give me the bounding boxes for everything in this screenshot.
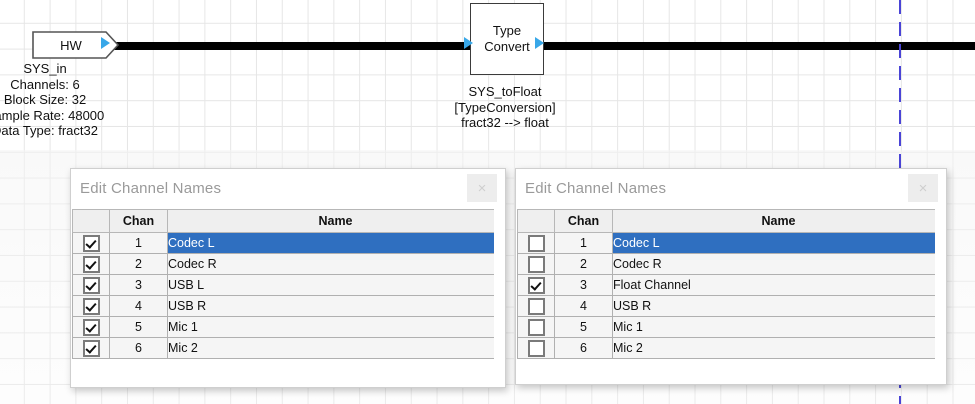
row-channel-name[interactable]: Mic 2 [612, 337, 945, 359]
checkbox-unchecked-icon[interactable] [527, 255, 545, 273]
row-checkbox-cell[interactable] [517, 295, 555, 317]
port-out-icon-type-convert[interactable] [535, 37, 544, 49]
checkbox-checked-icon[interactable] [527, 276, 545, 294]
row-chan-number: 1 [554, 232, 613, 254]
table-header-row: Chan Name [72, 209, 504, 233]
table-gutter [935, 209, 945, 383]
row-channel-name[interactable]: Codec L [167, 232, 504, 254]
row-channel-name[interactable]: Codec R [167, 253, 504, 275]
row-checkbox-cell[interactable] [517, 316, 555, 338]
port-in-icon-type-convert[interactable] [464, 37, 473, 49]
row-channel-name[interactable]: USB L [167, 274, 504, 296]
table-gutter [494, 209, 504, 386]
signal-wire-typeconvert-out[interactable] [541, 42, 975, 50]
row-channel-name[interactable]: Codec L [612, 232, 945, 254]
row-chan-number: 3 [109, 274, 168, 296]
row-checkbox-cell[interactable] [72, 337, 110, 359]
block-type-convert[interactable]: Type Convert [470, 3, 544, 75]
row-chan-number: 4 [554, 295, 613, 317]
row-checkbox-cell[interactable] [72, 295, 110, 317]
dialog-title: Edit Channel Names [80, 180, 222, 197]
row-chan-number: 1 [109, 232, 168, 254]
checkbox-checked-icon[interactable] [82, 318, 100, 336]
row-checkbox-cell[interactable] [517, 337, 555, 359]
signal-wire-hw-to-typeconvert[interactable] [112, 42, 470, 50]
row-checkbox-cell[interactable] [72, 274, 110, 296]
block-hw-shape [32, 31, 120, 59]
row-channel-name[interactable]: USB R [167, 295, 504, 317]
row-checkbox-cell[interactable] [517, 232, 555, 254]
dialog-titlebar[interactable]: Edit Channel Names × [516, 169, 946, 209]
row-chan-number: 4 [109, 295, 168, 317]
row-channel-name[interactable]: Mic 1 [167, 316, 504, 338]
checkbox-checked-icon[interactable] [82, 339, 100, 357]
column-header-check[interactable] [72, 209, 110, 233]
column-header-check[interactable] [517, 209, 555, 233]
row-chan-number: 5 [554, 316, 613, 338]
checkbox-unchecked-icon[interactable] [527, 297, 545, 315]
port-out-icon-hw[interactable] [101, 37, 110, 49]
dialog-title: Edit Channel Names [525, 180, 667, 197]
row-chan-number: 6 [109, 337, 168, 359]
row-chan-number: 6 [554, 337, 613, 359]
block-hw[interactable]: HW [32, 31, 120, 59]
row-channel-name[interactable]: Mic 2 [167, 337, 504, 359]
close-icon[interactable]: × [467, 174, 497, 202]
row-chan-number: 2 [109, 253, 168, 275]
checkbox-checked-icon[interactable] [82, 234, 100, 252]
row-channel-name[interactable]: Float Channel [612, 274, 945, 296]
row-chan-number: 3 [554, 274, 613, 296]
block-hw-label: HW [60, 37, 82, 53]
checkbox-unchecked-icon[interactable] [527, 234, 545, 252]
dialog-titlebar[interactable]: Edit Channel Names × [71, 169, 505, 209]
row-chan-number: 5 [109, 316, 168, 338]
checkbox-checked-icon[interactable] [82, 276, 100, 294]
checkbox-checked-icon[interactable] [82, 255, 100, 273]
row-checkbox-cell[interactable] [517, 253, 555, 275]
column-header-name[interactable]: Name [612, 209, 945, 233]
row-checkbox-cell[interactable] [72, 316, 110, 338]
table-header-row: Chan Name [517, 209, 945, 233]
column-header-chan[interactable]: Chan [554, 209, 613, 233]
column-header-name[interactable]: Name [167, 209, 504, 233]
checkbox-unchecked-icon[interactable] [527, 339, 545, 357]
row-checkbox-cell[interactable] [72, 232, 110, 254]
block-hw-caption: SYS_in Channels: 6 Block Size: 32 Sample… [0, 61, 105, 138]
row-chan-number: 2 [554, 253, 613, 275]
row-channel-name[interactable]: Codec R [612, 253, 945, 275]
close-icon[interactable]: × [908, 174, 938, 202]
row-channel-name[interactable]: USB R [612, 295, 945, 317]
block-type-convert-caption: SYS_toFloat [TypeConversion] fract32 -->… [454, 84, 556, 130]
column-header-chan[interactable]: Chan [109, 209, 168, 233]
row-checkbox-cell[interactable] [517, 274, 555, 296]
checkbox-checked-icon[interactable] [82, 297, 100, 315]
row-checkbox-cell[interactable] [72, 253, 110, 275]
row-channel-name[interactable]: Mic 1 [612, 316, 945, 338]
checkbox-unchecked-icon[interactable] [527, 318, 545, 336]
